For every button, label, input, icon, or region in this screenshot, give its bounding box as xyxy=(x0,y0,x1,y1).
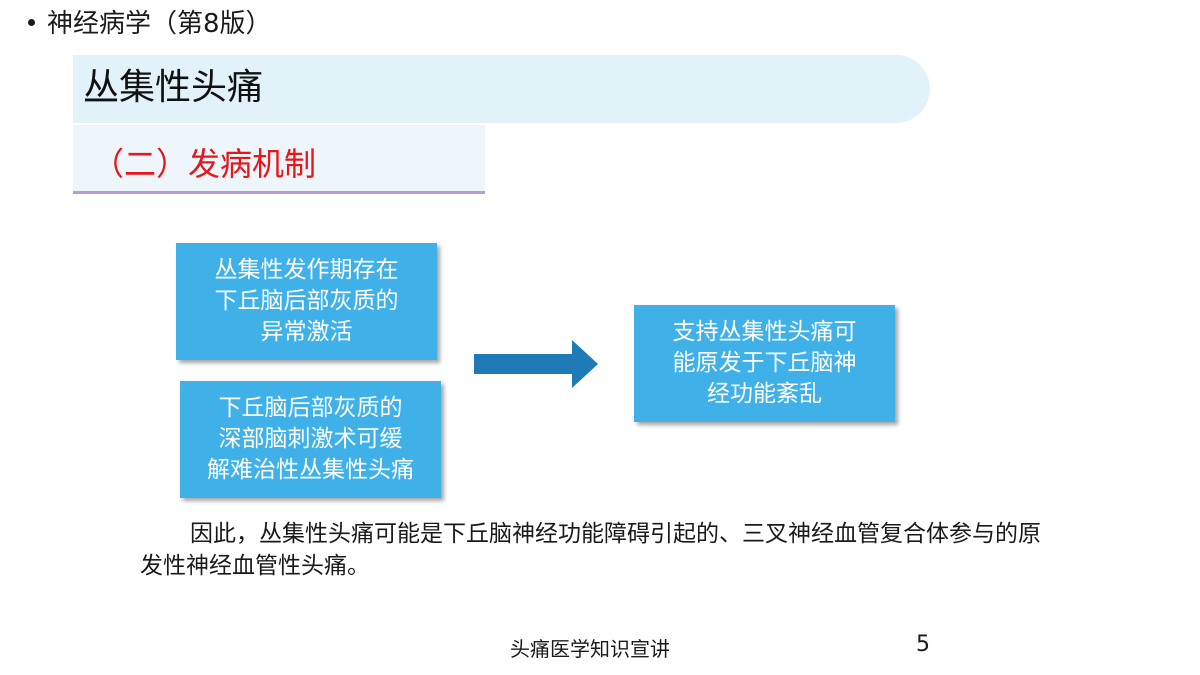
title-band-rounded-cap xyxy=(860,55,930,123)
box-line: 下丘脑后部灰质的 xyxy=(214,288,399,314)
page-number: 5 xyxy=(916,632,930,657)
box-line: 下丘脑后部灰质的 xyxy=(218,395,403,421)
box-line: 经功能紊乱 xyxy=(707,381,822,407)
book-title-text: 神经病学（第8版） xyxy=(47,9,272,39)
box-line: 丛集性发作期存在 xyxy=(214,257,399,283)
slide-subtitle: （二）发病机制 xyxy=(92,145,317,183)
conclusion-box: 支持丛集性头痛可 能原发于下丘脑神 经功能紊乱 xyxy=(634,305,895,422)
evidence-box-2: 下丘脑后部灰质的 深部脑刺激术可缓 解难治性丛集性头痛 xyxy=(180,381,441,498)
evidence-box-1: 丛集性发作期存在 下丘脑后部灰质的 异常激活 xyxy=(176,243,437,360)
box-line: 支持丛集性头痛可 xyxy=(672,319,857,345)
box-line: 异常激活 xyxy=(260,319,353,345)
box-line: 解难治性丛集性头痛 xyxy=(207,457,414,483)
box-line: 深部脑刺激术可缓 xyxy=(218,426,403,452)
footer-text: 头痛医学知识宣讲 xyxy=(510,637,670,661)
arrow-shape xyxy=(474,340,598,388)
right-arrow-icon xyxy=(474,340,598,388)
title-band xyxy=(73,55,896,123)
bullet-icon xyxy=(28,19,35,26)
conclusion-paragraph: 因此，丛集性头痛可能是下丘脑神经功能障碍引起的、三叉神经血管复合体参与的原发性神… xyxy=(140,521,1041,579)
box-line: 能原发于下丘脑神 xyxy=(672,350,857,376)
header-book-title: 神经病学（第8版） xyxy=(28,6,272,42)
subtitle-box xyxy=(73,125,485,194)
slide-title: 丛集性头痛 xyxy=(83,67,264,108)
